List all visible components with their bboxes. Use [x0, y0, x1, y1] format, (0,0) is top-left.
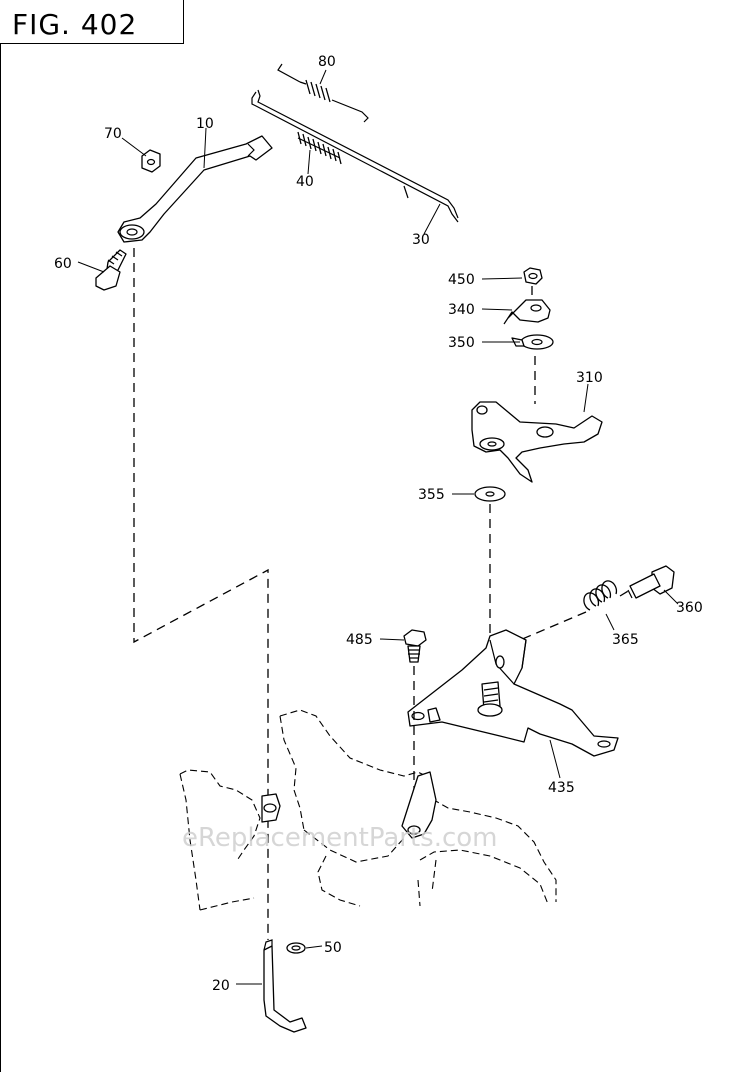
engine-block-outline — [179, 709, 557, 911]
figure-label-box: FIG. 402 — [0, 0, 184, 44]
part-60-bolt[interactable] — [95, 249, 127, 291]
leader-lines — [77, 69, 679, 985]
part-340-bushing[interactable] — [503, 299, 551, 325]
callout-340: 340 — [448, 302, 475, 318]
callout-310: 310 — [576, 370, 603, 386]
callout-450: 450 — [448, 272, 475, 288]
part-360-bolt[interactable] — [627, 565, 675, 599]
figure-title: FIG. 402 — [12, 8, 138, 41]
callout-70: 70 — [104, 126, 122, 142]
part-485-bolt[interactable] — [403, 629, 427, 663]
callout-40: 40 — [296, 174, 314, 190]
part-350-washer[interactable] — [511, 334, 554, 350]
callout-485: 485 — [346, 632, 373, 648]
callout-30: 30 — [412, 232, 430, 248]
callout-360: 360 — [676, 600, 703, 616]
part-310-arm[interactable] — [471, 401, 603, 483]
part-450-nut[interactable] — [523, 267, 543, 285]
callout-435: 435 — [548, 780, 575, 796]
callout-350: 350 — [448, 335, 475, 351]
callout-355: 355 — [418, 487, 445, 503]
callout-10: 10 — [196, 116, 214, 132]
part-10-lever[interactable] — [117, 135, 273, 243]
part-70-nut[interactable] — [141, 149, 161, 173]
callout-80: 80 — [318, 54, 336, 70]
assembly-line-1 — [133, 248, 269, 940]
part-20-rod[interactable] — [263, 939, 307, 1033]
part-30-rod[interactable] — [251, 89, 459, 223]
part-80-spring[interactable] — [277, 63, 369, 123]
part-50-clip[interactable] — [286, 942, 306, 954]
callout-60: 60 — [54, 256, 72, 272]
part-40-spring[interactable] — [297, 131, 342, 165]
part-435-bracket[interactable] — [407, 629, 619, 757]
callout-50: 50 — [324, 940, 342, 956]
part-365-spring[interactable] — [583, 580, 618, 611]
watermark-text: eReplacementParts.com — [182, 823, 498, 853]
callout-20: 20 — [212, 978, 230, 994]
frame-left-border — [0, 44, 1, 1072]
assembly-line-2 — [531, 286, 536, 404]
callout-365: 365 — [612, 632, 639, 648]
part-355-washer[interactable] — [474, 486, 506, 502]
assembly-line-4 — [519, 589, 631, 641]
